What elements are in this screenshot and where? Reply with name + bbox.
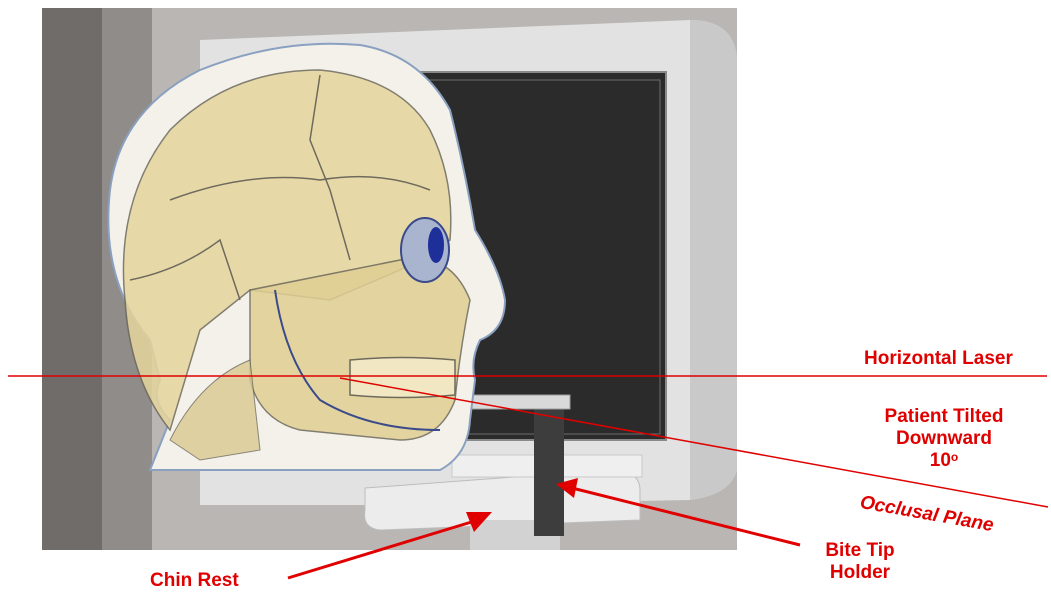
chin-rest-label: Chin Rest bbox=[150, 570, 239, 592]
device-housing-edge bbox=[690, 20, 737, 500]
degree-symbol: o bbox=[951, 450, 958, 464]
bite-tip-line1: Bite Tip bbox=[800, 540, 920, 562]
patient-tilted-angle: 10o bbox=[866, 450, 1022, 472]
wall-shade bbox=[42, 8, 102, 550]
bite-tip-holder-label: Bite Tip Holder bbox=[800, 540, 920, 584]
bite-tip-arm bbox=[470, 395, 570, 409]
eye bbox=[428, 227, 444, 263]
patient-tilted-label: Patient Tilted Downward 10o bbox=[866, 406, 1022, 472]
skull-face bbox=[250, 258, 470, 440]
patient-tilted-line1: Patient Tilted bbox=[866, 406, 1022, 428]
skull-teeth bbox=[350, 358, 455, 398]
horizontal-laser-label: Horizontal Laser bbox=[864, 348, 1013, 370]
patient-tilted-line2: Downward bbox=[866, 428, 1022, 450]
patient-tilted-angle-value: 10 bbox=[930, 450, 951, 471]
bite-tip-line2: Holder bbox=[800, 562, 920, 584]
